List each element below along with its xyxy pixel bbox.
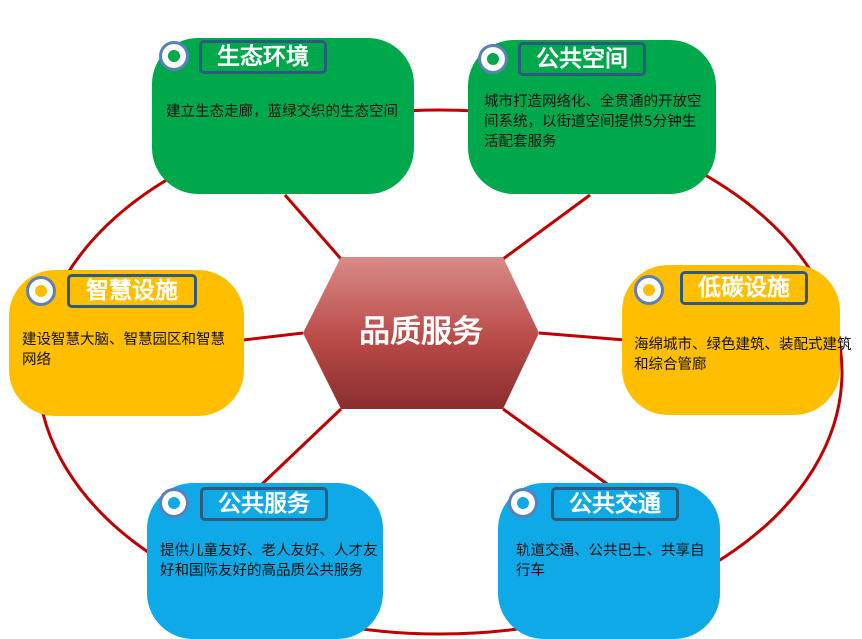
spoke-public-service [258, 407, 343, 488]
ring-icon [26, 276, 56, 306]
node-title: 公共服务 [200, 487, 328, 521]
node-public-space: 公共空间 城市打造网络化、全贯通的开放空间系统，以街道空间提供5分钟生活配套服务 [468, 40, 716, 194]
node-description: 建立生态走廊，蓝绿交织的生态空间 [166, 104, 398, 120]
node-description: 海绵城市、绿色建筑、装配式建筑和综合管廊 [634, 337, 852, 373]
ring-icon [159, 488, 189, 518]
spoke-smart [242, 331, 304, 342]
node-smart: 智慧设施 建设智慧大脑、智慧园区和智慧网络 [9, 270, 244, 416]
ring-icon [478, 44, 508, 74]
spoke-public-transit [502, 407, 611, 488]
node-eco: 生态环境 建立生态走廊，蓝绿交织的生态空间 [152, 38, 414, 194]
node-low-carbon: 低碳设施 海绵城市、绿色建筑、装配式建筑和综合管廊 [622, 265, 852, 415]
node-public-service: 公共服务 提供儿童友好、老人友好、人才友好和国际友好的高品质公共服务 [147, 483, 383, 639]
node-title: 公共交通 [551, 487, 679, 521]
ring-icon [634, 275, 664, 305]
center-label: 品质服务 [359, 314, 483, 350]
ring-icon [159, 41, 189, 71]
node-description: 城市打造网络化、全贯通的开放空间系统，以街道空间提供5分钟生活配套服务 [484, 94, 702, 150]
spoke-low-carbon [538, 331, 626, 342]
center-hexagon [303, 257, 539, 409]
node-title: 低碳设施 [680, 271, 808, 305]
node-title: 智慧设施 [67, 274, 197, 308]
node-description: 轨道交通、公共巴士、共享自行车 [516, 543, 705, 579]
node-title: 生态环境 [199, 40, 327, 74]
node-title: 公共空间 [518, 42, 646, 76]
spoke-eco [283, 194, 343, 260]
node-public-transit: 公共交通 轨道交通、公共巴士、共享自行车 [498, 483, 720, 639]
ring-icon [508, 488, 538, 518]
spoke-public-space [502, 193, 591, 261]
node-description: 建设智慧大脑、智慧园区和智慧网络 [22, 332, 225, 368]
node-description: 提供儿童友好、老人友好、人才友好和国际友好的高品质公共服务 [160, 543, 378, 579]
